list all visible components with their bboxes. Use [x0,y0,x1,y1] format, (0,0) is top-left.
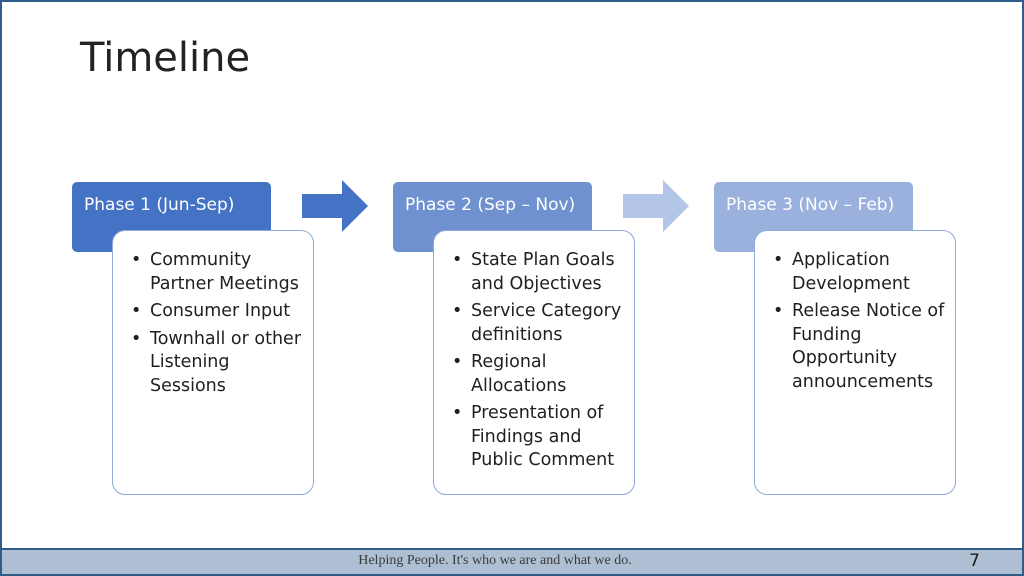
arrow-2-shape [623,180,689,232]
footer-bar: Helping People. It's who we are and what… [2,548,1022,574]
list-item: State Plan Goals and Objectives [451,249,626,296]
phase-1-box: Community Partner Meetings Consumer Inpu… [112,230,314,495]
list-item: Consumer Input [130,300,305,324]
list-item: Release Notice of Funding Opportunity an… [772,300,947,394]
phase-3-box: Application Development Release Notice o… [754,230,956,495]
list-item: Presentation of Findings and Public Comm… [451,402,626,473]
list-item: Community Partner Meetings [130,249,305,296]
arrow-right-icon [302,180,368,232]
slide-title: Timeline [80,35,251,81]
list-item: Application Development [772,249,947,296]
list-item: Townhall or other Listening Sessions [130,328,305,399]
arrow-1-shape [302,180,368,232]
phase-3: Phase 3 (Nov – Feb) Application Developm… [714,182,956,495]
list-item: Regional Allocations [451,351,626,398]
phase-2-list: State Plan Goals and Objectives Service … [451,249,626,473]
page-number: 7 [969,551,980,571]
phase-2-box: State Plan Goals and Objectives Service … [433,230,635,495]
phase-3-list: Application Development Release Notice o… [772,249,947,394]
phase-2: Phase 2 (Sep – Nov) State Plan Goals and… [393,182,635,495]
phase-1-list: Community Partner Meetings Consumer Inpu… [130,249,305,398]
footer-tagline: Helping People. It's who we are and what… [358,553,632,568]
arrow-right-icon [623,180,689,232]
phase-1: Phase 1 (Jun-Sep) Community Partner Meet… [72,182,314,495]
list-item: Service Category definitions [451,300,626,347]
